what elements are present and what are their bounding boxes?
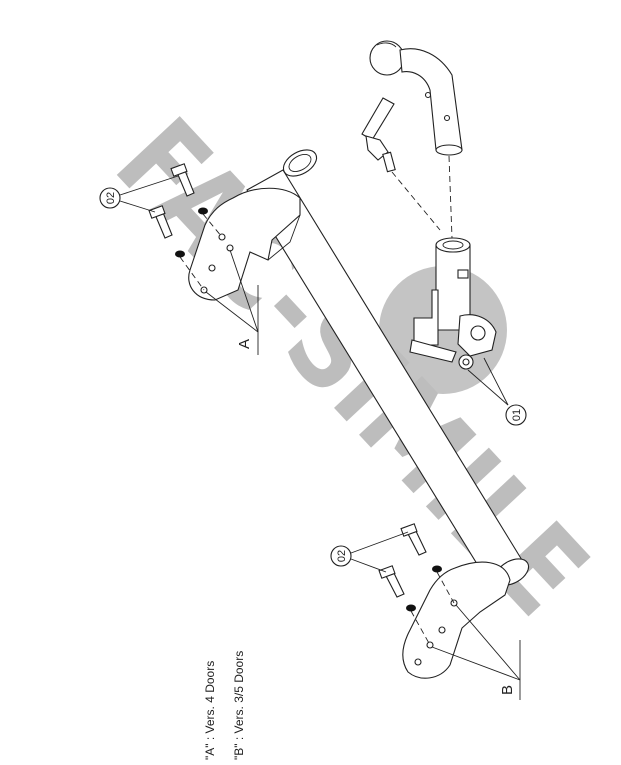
receiver-socket — [409, 237, 497, 370]
letter-a: A — [236, 339, 253, 349]
callout-02-upper — [99, 175, 179, 213]
bolts-b — [378, 523, 455, 646]
callout-01-label: 01 — [511, 409, 523, 421]
bolts-a — [148, 163, 223, 291]
insertion-axis — [448, 155, 453, 239]
watermark: FAC-SIMILE — [90, 93, 614, 641]
callout-02-lower-label: 02 — [336, 550, 348, 562]
watermark-text: FAC-SIMILE — [90, 93, 614, 641]
callout-02-lower — [330, 531, 409, 573]
legend-line-b: "B" : Vers. 3/5 Doors — [232, 651, 246, 760]
leader-a — [205, 249, 259, 355]
callout-01 — [467, 357, 527, 426]
bracket-a — [188, 187, 301, 301]
callout-02-upper-label: 02 — [105, 192, 117, 204]
locking-handle — [361, 97, 441, 231]
letter-b: B — [499, 685, 516, 695]
tow-ball-neck — [369, 40, 463, 156]
legend-line-a: "A" : Vers. 4 Doors — [203, 661, 217, 760]
leader-b — [431, 604, 521, 700]
